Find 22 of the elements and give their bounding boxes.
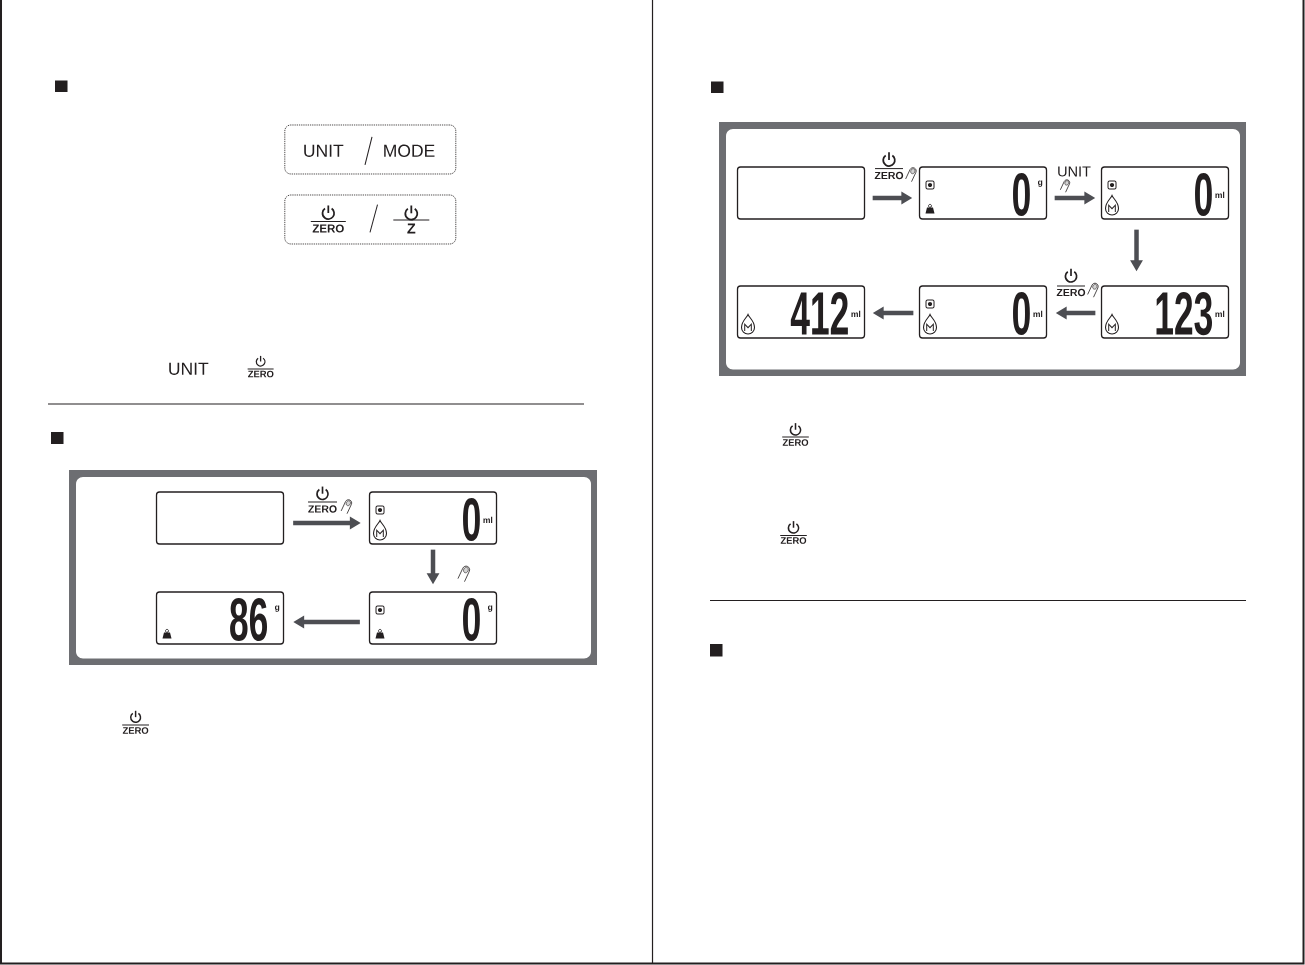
- button-label: ZERO: [122, 727, 149, 734]
- lcd-display: 0 ml: [1100, 166, 1230, 220]
- panel-frame: [69, 470, 597, 665]
- button-label: MODE: [384, 144, 435, 157]
- button-label: UNIT: [304, 144, 344, 157]
- lcd-display: 0 ml: [918, 285, 1048, 339]
- panel-frame: [719, 122, 1246, 376]
- blank-display: [155, 491, 285, 545]
- button-label: ZERO: [782, 439, 809, 446]
- lcd-display: 412 ml: [736, 285, 866, 339]
- edge-label: ZERO: [308, 505, 337, 513]
- edge-label: ZERO: [1056, 288, 1086, 297]
- button-label: ZERO: [780, 537, 807, 544]
- button-label: ZERO: [248, 370, 274, 378]
- edge-label: UNIT: [1058, 166, 1091, 177]
- blank-display: [736, 166, 866, 220]
- lcd-display: 123 ml: [1100, 285, 1230, 339]
- lcd-display: 0 ml: [368, 491, 498, 545]
- edge-label: ZERO: [874, 171, 904, 180]
- button-label: Z: [407, 223, 416, 234]
- button-label: ZERO: [312, 224, 344, 233]
- button-label: UNIT: [169, 362, 209, 375]
